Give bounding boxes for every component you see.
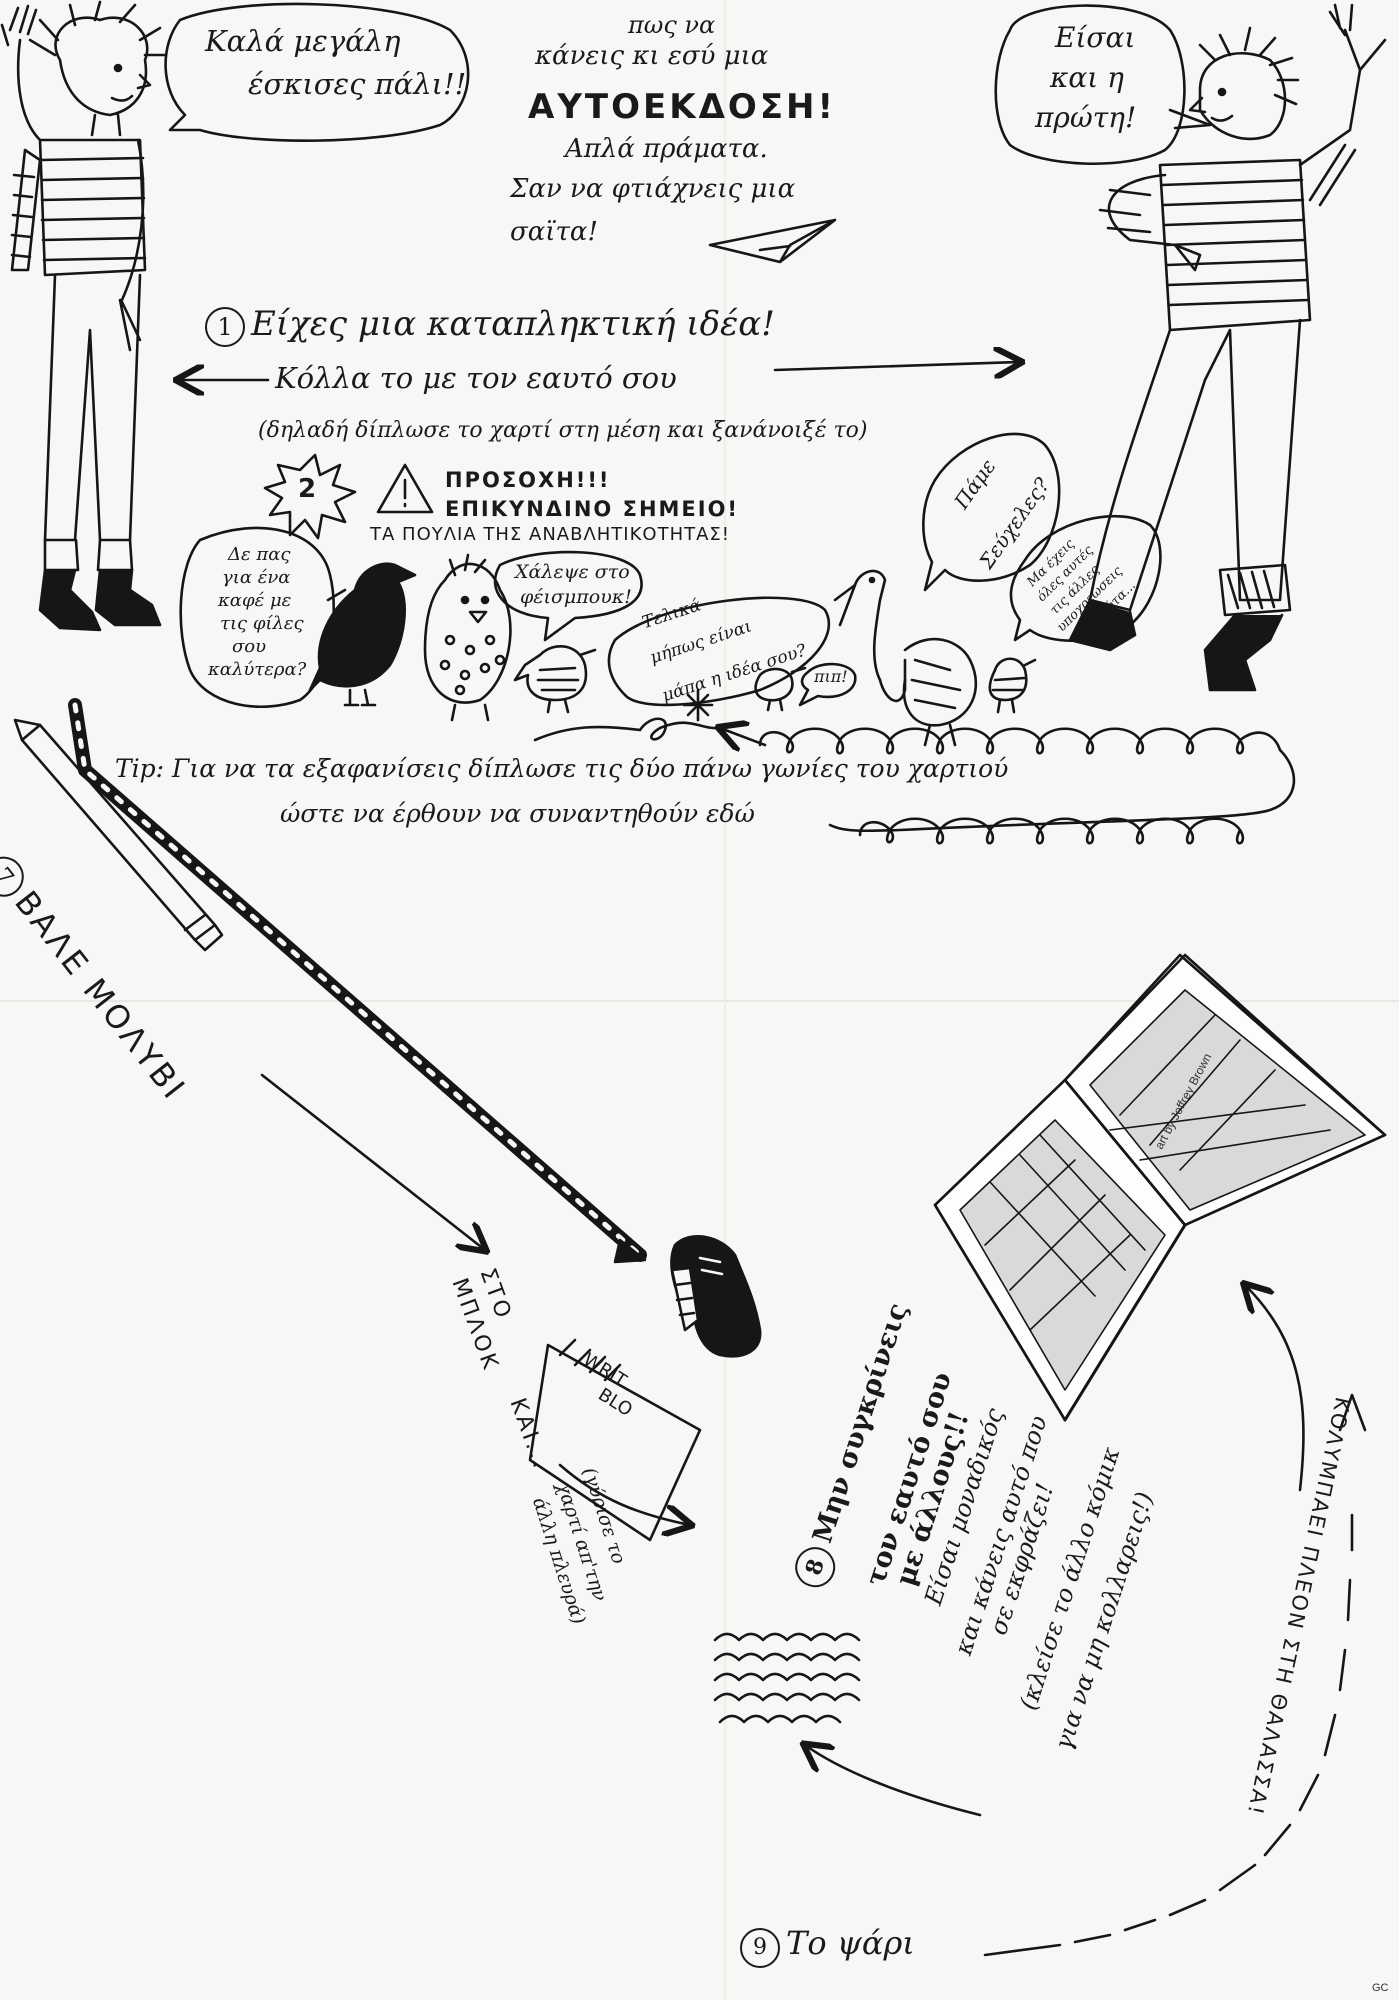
title-line-6: σαϊτα! [510,217,598,247]
title-line-1: πως να [628,11,716,39]
bird1-line-1: Δε πας [228,544,291,565]
dotted-path-arrow [72,702,643,1258]
right-bubble-line-1: Είσαι [1055,21,1136,54]
tip-loops-bottom [858,817,1245,845]
left-bubble-line-2: έσκισες πάλι!! [248,67,467,101]
tip-connector [533,717,722,742]
bird1-line-6: καλύτερα? [208,659,307,680]
left-woman-figure [0,0,167,632]
bird6-bubble [1009,514,1162,642]
right-woman-figure [1068,3,1387,692]
right-speech-bubble [994,4,1212,166]
star-mark [682,688,714,722]
right-bubble-line-3: πρώτη! [1035,101,1137,134]
tip-line-1: Tip: Για να τα εξαφανίσεις δίπλωσε τις δ… [115,754,1009,783]
step2-warning-3: ΤΑ ΠΟΥΛΙΑ ΤΗΣ ΑΝΑΒΛΗΤΙΚΟΤΗΤΑΣ! [370,524,731,545]
sea-waves [713,1632,861,1724]
step2-number: 2 [298,474,317,504]
vertical-fold-line [724,0,726,2000]
dashed-return-arrow [983,1513,1354,1957]
comic-arrow [1245,1285,1305,1492]
step9-title-text: Το ψάρι [786,1924,915,1962]
horizontal-fold-line [0,1000,1399,1002]
bird3-bubble [607,596,831,707]
bird5-bubble [922,432,1061,592]
paper-plane-drawing [708,218,837,264]
title-heading: ΑΥΤΟΕΚΔΟΣΗ! [528,87,837,127]
bird1-line-2: για ένα [222,567,291,588]
step2-warning-2: ΕΠΙΚΥΝΔΙΝΟ ΣΗΜΕΙΟ! [445,497,739,521]
striped-small-bird-right [988,657,1037,714]
left-bubble-line-1: Καλά μεγάλη [205,24,401,58]
fish-arrow [805,1745,982,1817]
black-crow-bird [308,562,417,707]
right-arrow [773,362,1020,370]
step7-arrow [260,1073,485,1250]
comic-book-drawing [933,953,1387,1422]
step1-title-text: Είχες μια καταπληκτική ιδέα! [251,304,775,344]
bird1-bubble [179,526,347,708]
step9-number: 9 [740,1928,780,1968]
title-line-2: κάνεις κι εσύ μια [535,41,769,71]
bird2-line-2: φέισμπουκ! [520,586,632,608]
step1-subtitle: Κόλλα το με τον εαυτό σου [275,361,677,395]
right-bubble-line-2: και η [1050,61,1124,94]
turn-over-arrow [558,1463,690,1525]
number-burst [263,453,357,540]
title-line-4: Απλά πράματα. [565,134,768,164]
title-line-5: Σαν να φτιάχνεις μια [510,174,796,204]
notepad-drawing [528,1338,702,1542]
bird1-line-5: σου [232,636,267,657]
bird4-bubble [798,662,857,707]
step1-number: 1 [205,307,245,347]
pencil-drawing [13,718,224,952]
corner-mark: GC [1372,1982,1389,1994]
shoe-drawing [670,1235,762,1358]
heron-bird [833,569,978,747]
tip-loops-top [758,727,1282,755]
step1-note: (δηλαδή δίπλωσε το χαρτί στη μέση και ξα… [258,418,868,443]
tip-arrow [720,728,767,745]
left-speech-bubble [164,2,470,142]
dashed-arrow-head [1338,1393,1367,1432]
bird4-text: πιπ! [814,667,848,686]
small-striped-bird [513,645,597,714]
step2-warning-1: ΠΡΟΣΟΧΗ!!! [445,468,611,492]
tip-line-2: ώστε να έρθουν να συναντηθούν εδώ [280,799,755,828]
bird2-line-1: Χάλεψε στο [515,561,630,583]
bird1-line-3: καφέ με [218,590,292,611]
tiny-bird [754,666,807,712]
warning-triangle-icon [376,463,434,514]
bird1-line-4: τις φίλες [220,613,304,634]
spotted-chicken-bird [423,553,512,722]
